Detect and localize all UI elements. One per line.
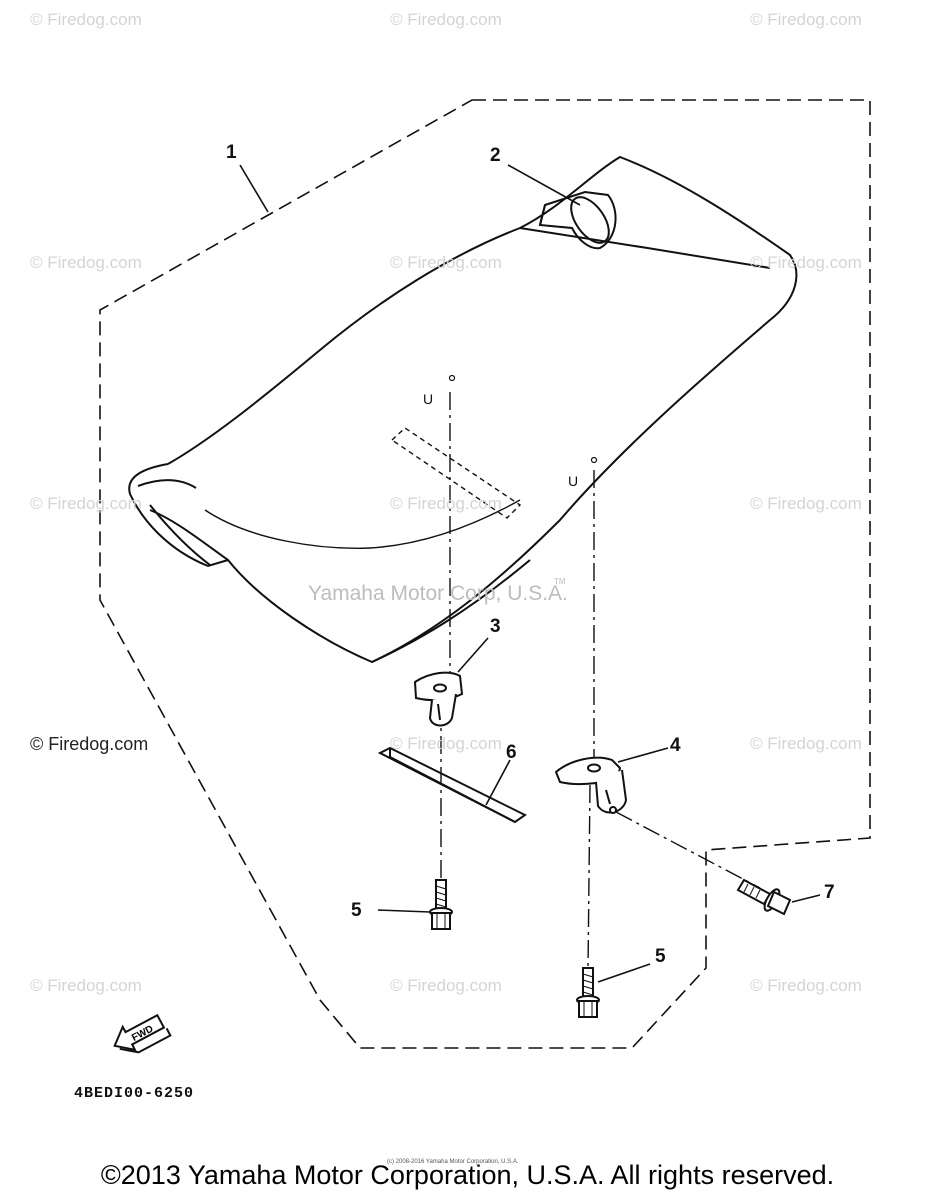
watermark: © Firedog.com: [30, 734, 149, 754]
yamaha-watermark: Yamaha Motor Corp, U.S.A.: [308, 582, 568, 605]
bracket-4: [554, 756, 628, 814]
callout-2: 2: [490, 145, 501, 166]
bracket-3: [413, 671, 464, 727]
drawing-code: 4BEDI00-6250: [74, 1085, 195, 1102]
callout-3: 3: [490, 616, 501, 637]
callout-7: 7: [824, 882, 835, 903]
svg-text:U: U: [568, 473, 578, 489]
callout-4: 4: [670, 735, 681, 756]
svg-text:U: U: [423, 391, 433, 407]
fwd-arrow-icon: FWD: [113, 1013, 172, 1054]
watermark: © Firedog.com: [390, 10, 502, 29]
tnut-marker-right: U: [568, 456, 598, 489]
seat-hook: [538, 190, 617, 250]
watermark: © Firedog.com: [750, 494, 862, 513]
copyright-footer: ©2013 Yamaha Motor Corporation, U.S.A. A…: [100, 1160, 835, 1190]
bolt-5-right: [576, 967, 600, 1018]
watermark: © Firedog.com: [390, 734, 502, 753]
watermark: © Firedog.com: [30, 253, 142, 272]
watermark: © Firedog.com: [390, 976, 502, 995]
callout-6: 6: [506, 742, 517, 763]
callout-1: 1: [226, 142, 237, 163]
callout-5: 5: [655, 946, 666, 967]
watermark: © Firedog.com: [390, 253, 502, 272]
watermark: © Firedog.com: [750, 976, 862, 995]
watermark: © Firedog.com: [750, 10, 862, 29]
bolt-5-left: [429, 879, 453, 930]
tnut-marker-left: U: [423, 374, 456, 407]
watermark: © Firedog.com: [750, 253, 862, 272]
watermark: © Firedog.com: [30, 494, 142, 513]
seat: [128, 155, 798, 664]
bolt-7: [615, 811, 792, 916]
centerline-right: [587, 470, 595, 971]
watermark: © Firedog.com: [30, 976, 142, 995]
leader-lines: [239, 164, 821, 983]
strap-6: [377, 746, 527, 824]
pad-outline: [390, 427, 522, 519]
assembly-boundary: [99, 99, 871, 1049]
trademark-mark: TM: [554, 577, 566, 586]
tiny-copyright-note: (c) 2008-2016 Yamaha Motor Corporation, …: [387, 1159, 519, 1165]
callout-5: 5: [351, 900, 362, 921]
watermark: © Firedog.com: [750, 734, 862, 753]
centerline-left: [440, 392, 451, 880]
watermark: © Firedog.com: [390, 494, 502, 513]
watermark: © Firedog.com: [30, 10, 142, 29]
